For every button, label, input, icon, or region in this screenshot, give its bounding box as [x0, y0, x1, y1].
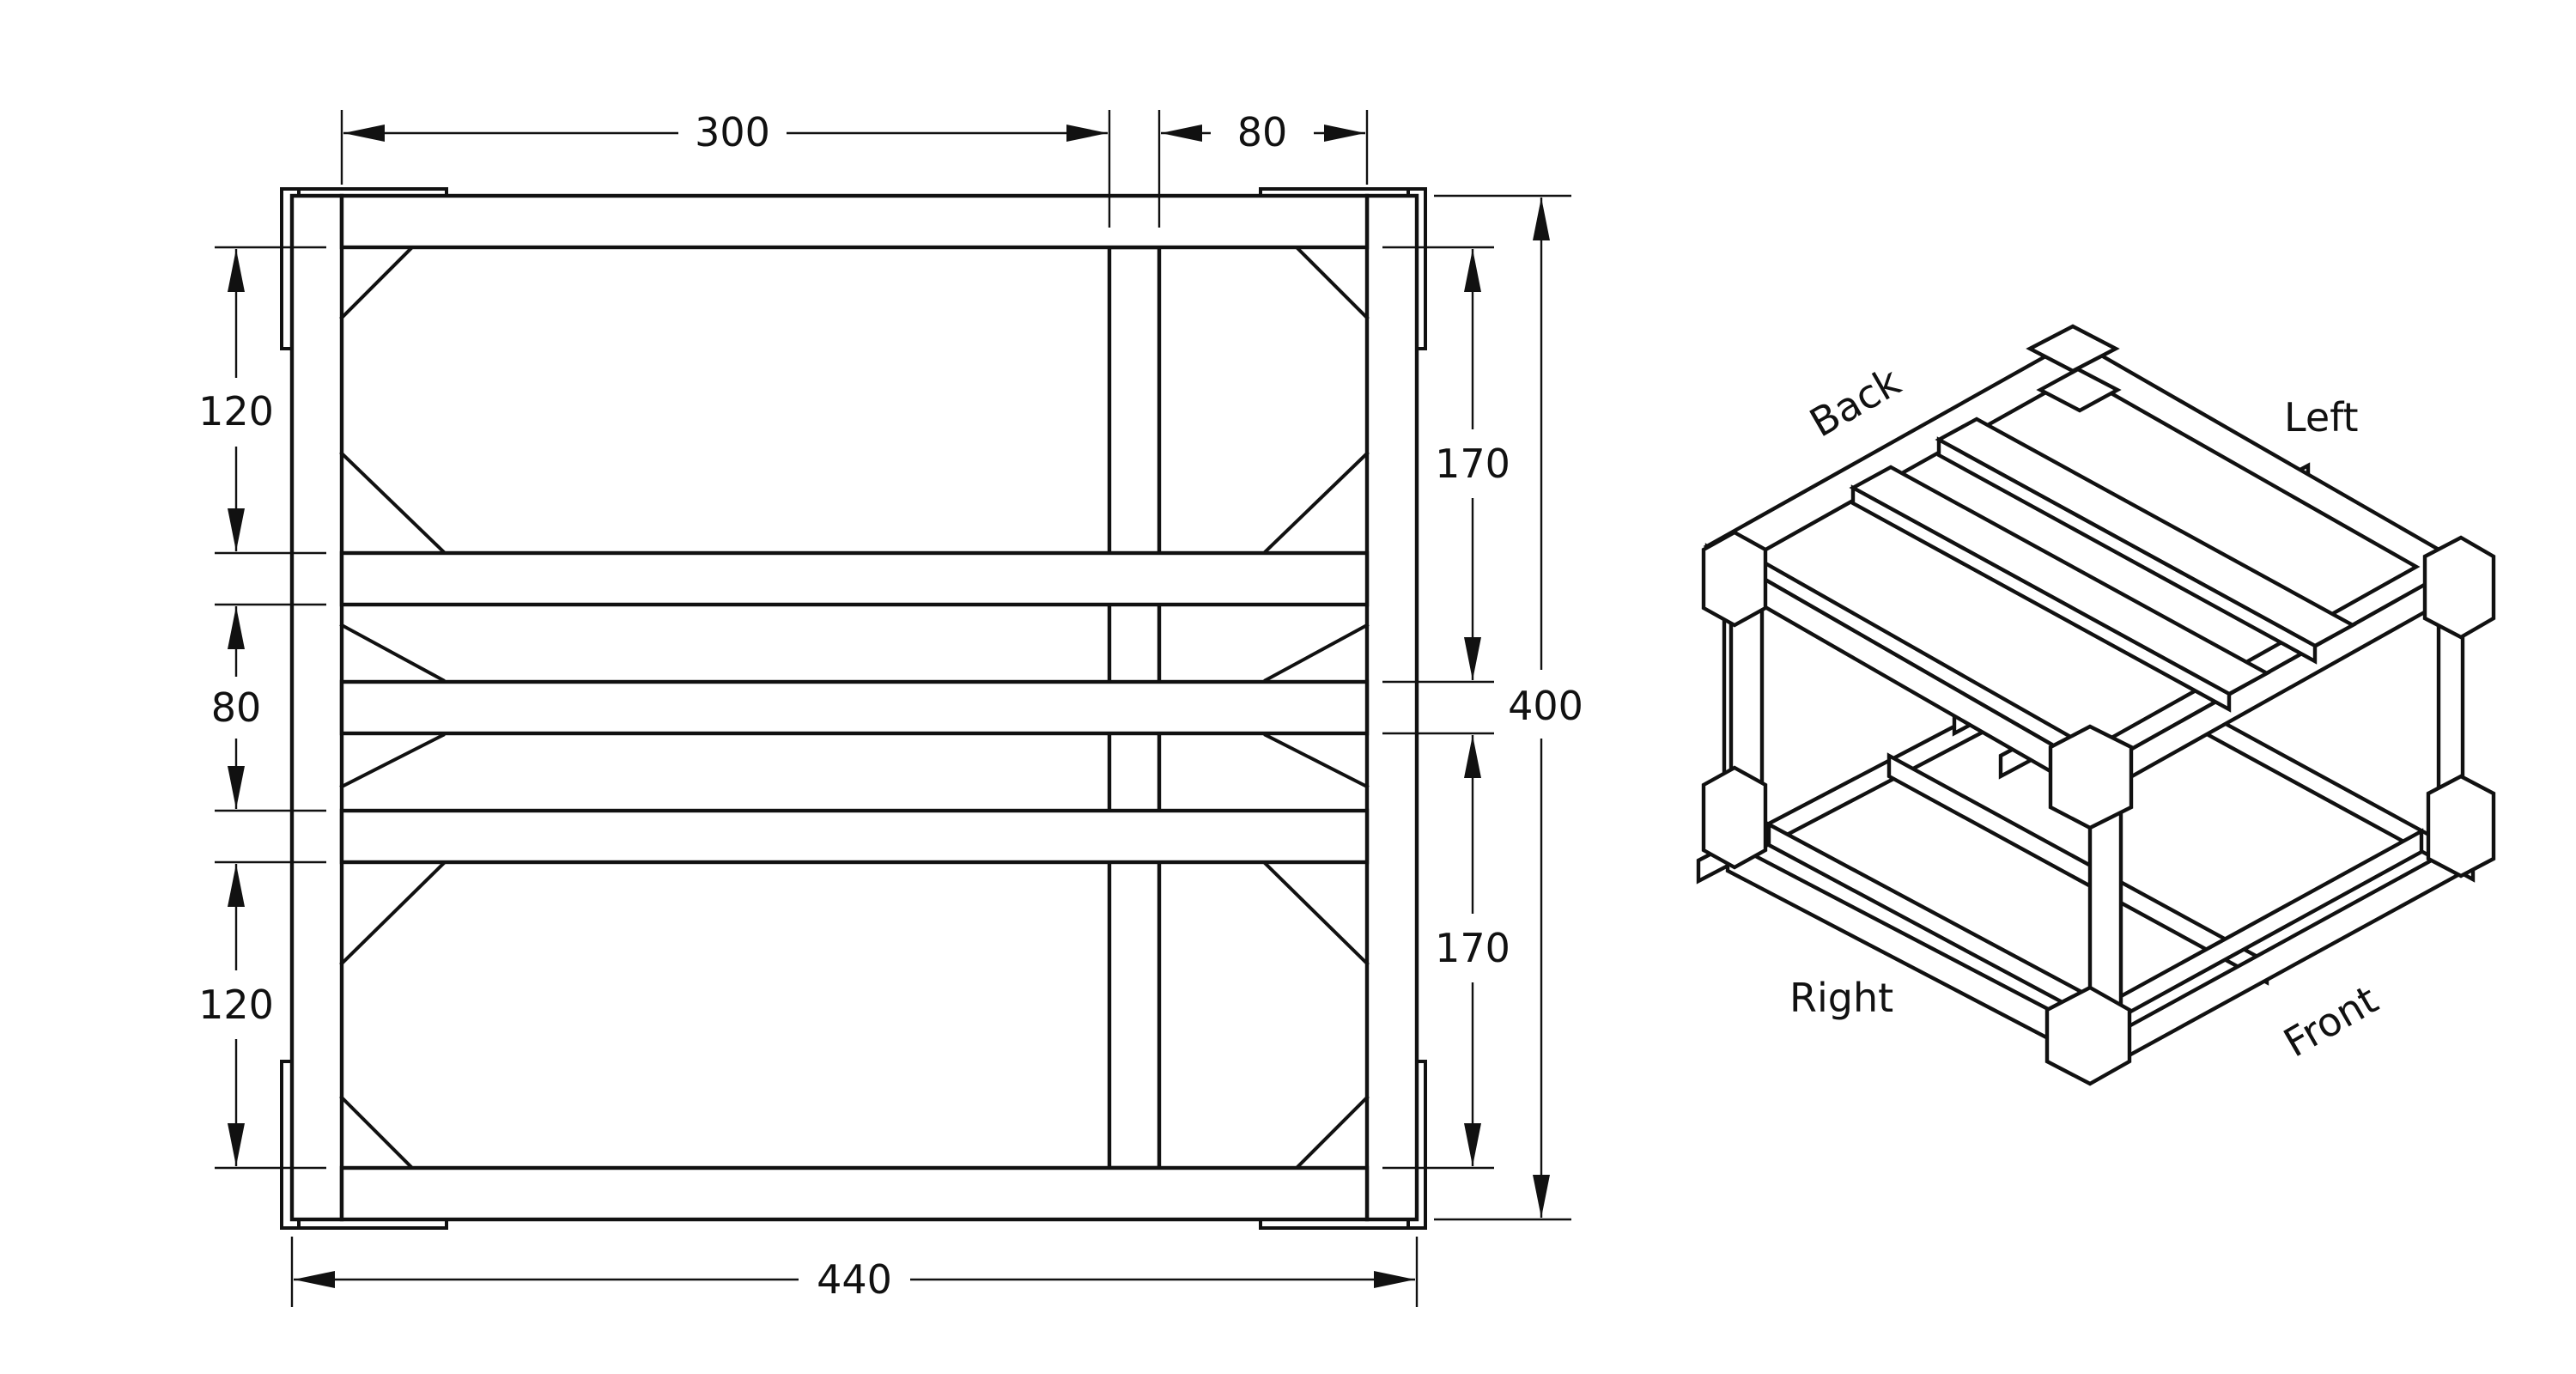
iso-top-cross-members [1849, 367, 2357, 713]
label-left: Left [2284, 394, 2359, 441]
dim-right-upper: 170 [1435, 441, 1510, 487]
dim-top-width: 300 [695, 109, 770, 155]
top-rail [339, 193, 1370, 250]
extension-lines [215, 110, 1571, 1307]
dim-overall-height: 400 [1508, 683, 1583, 729]
isometric-view [1696, 324, 2496, 1086]
middle-rail-2 [339, 679, 1370, 736]
middle-rail-1 [339, 550, 1370, 607]
label-right: Right [1789, 975, 1893, 1021]
dimension-lines [228, 125, 1550, 1288]
middle-rail-3 [339, 808, 1370, 865]
iso-bottom-frame [1725, 821, 2465, 1072]
bottom-rail [339, 1165, 1370, 1222]
iso-posts [1722, 581, 2465, 1033]
label-front: Front [2276, 976, 2386, 1067]
dim-left-lower: 120 [198, 982, 274, 1028]
left-post [289, 193, 344, 1222]
right-post [1364, 193, 1419, 1222]
iso-corner-blocks [1701, 324, 2496, 1086]
dim-left-middle: 80 [211, 684, 262, 731]
label-back: Back [1802, 358, 1909, 447]
plan-view: 300 80 120 80 120 170 170 400 440 [198, 109, 1583, 1307]
dim-overall-width: 440 [817, 1256, 892, 1303]
dim-right-lower: 170 [1435, 925, 1510, 971]
dim-top-post: 80 [1237, 109, 1288, 155]
diagonal-braces [339, 246, 1370, 1169]
dim-left-upper: 120 [198, 388, 274, 435]
